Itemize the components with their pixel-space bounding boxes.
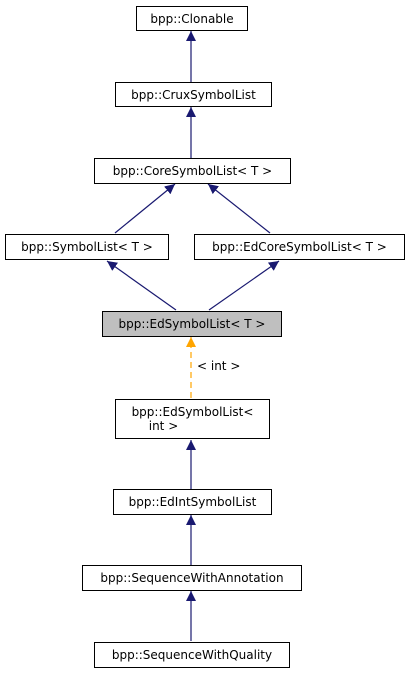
node-ed-symbol-list-current[interactable]: bpp::EdSymbolList< T >	[102, 311, 282, 337]
edge-edsymbollist-to-symbollist	[106, 260, 177, 311]
node-ed-symbol-list-int-line1: bpp::EdSymbolList<	[131, 405, 254, 419]
edge-symbollist-to-core	[114, 183, 176, 234]
node-ed-int-symbol-list[interactable]: bpp::EdIntSymbolList	[113, 489, 272, 515]
node-crux-symbol-list-label: bpp::CruxSymbolList	[131, 87, 256, 102]
node-clonable-label: bpp::Clonable	[150, 11, 234, 26]
node-core-symbol-list[interactable]: bpp::CoreSymbolList< T >	[94, 158, 291, 184]
node-core-symbol-list-label: bpp::CoreSymbolList< T >	[112, 164, 273, 178]
node-clonable[interactable]: bpp::Clonable	[136, 6, 248, 31]
node-crux-symbol-list[interactable]: bpp::CruxSymbolList	[115, 82, 272, 107]
template-argument-label: < int >	[197, 359, 241, 373]
node-ed-symbol-list-label: bpp::EdSymbolList< T >	[118, 317, 266, 331]
node-symbol-list-label: bpp::SymbolList< T >	[21, 240, 153, 254]
node-ed-symbol-list-int-line2: int >	[148, 419, 179, 433]
node-sequence-with-annotation-label: bpp::SequenceWithAnnotation	[100, 571, 284, 585]
node-sequence-with-annotation[interactable]: bpp::SequenceWithAnnotation	[82, 565, 302, 591]
node-sequence-with-quality[interactable]: bpp::SequenceWithQuality	[94, 642, 290, 668]
node-sequence-with-quality-label: bpp::SequenceWithQuality	[111, 648, 273, 662]
node-ed-core-symbol-list[interactable]: bpp::EdCoreSymbolList< T >	[194, 234, 405, 260]
edge-edcore-to-core	[207, 183, 271, 234]
node-ed-symbol-list-int[interactable]: bpp::EdSymbolList< int >	[115, 399, 270, 439]
node-ed-core-symbol-list-label: bpp::EdCoreSymbolList< T >	[212, 240, 387, 254]
edge-edsymbollist-to-edcore	[208, 260, 280, 311]
node-symbol-list[interactable]: bpp::SymbolList< T >	[5, 234, 169, 260]
node-ed-int-symbol-list-label: bpp::EdIntSymbolList	[128, 495, 257, 509]
